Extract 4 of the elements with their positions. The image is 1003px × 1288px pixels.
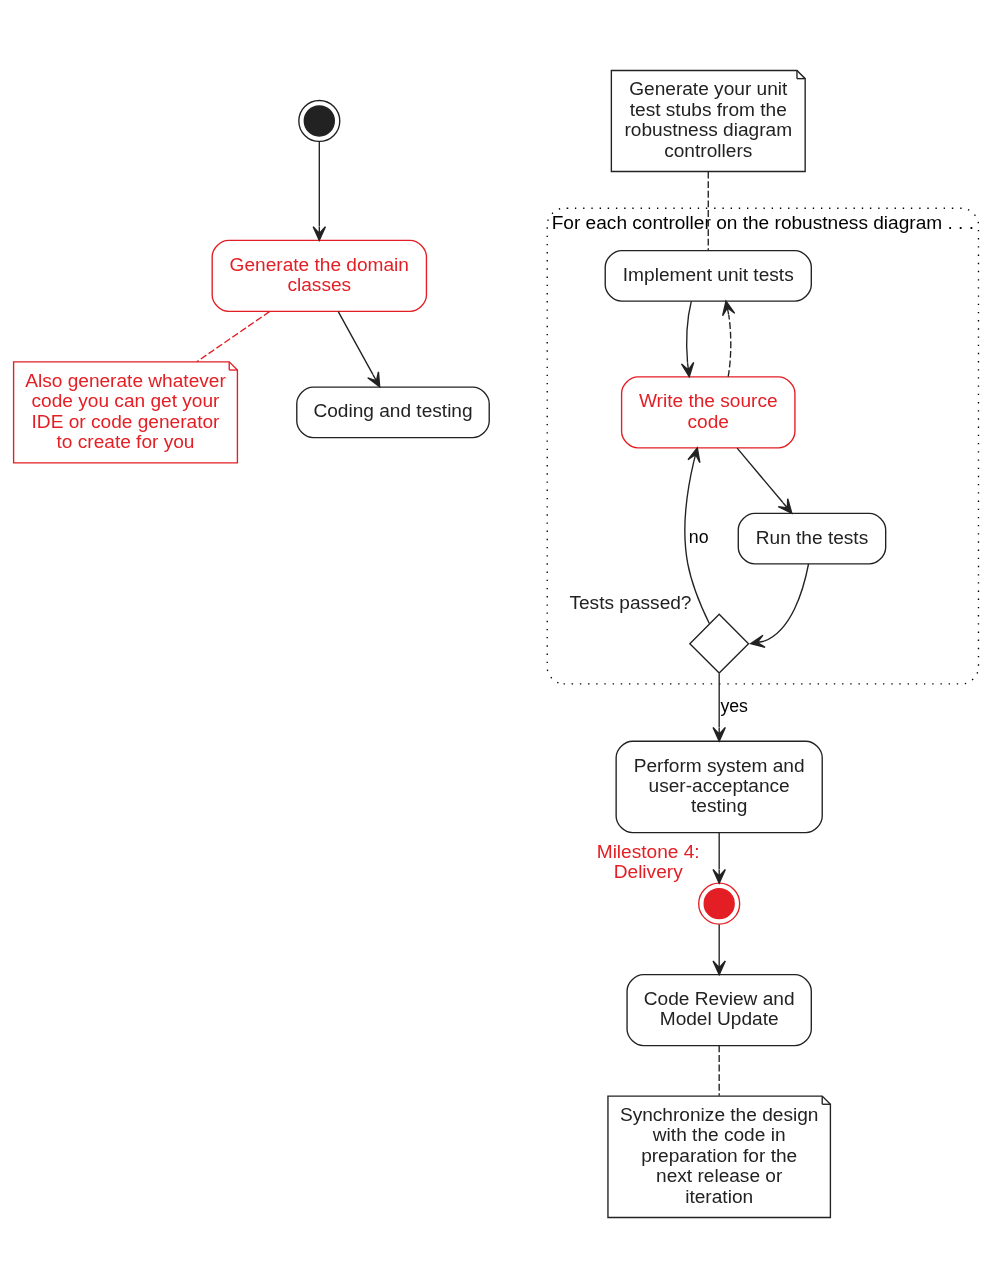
edge-label: yes <box>720 695 748 716</box>
node-label: Milestone 4: Delivery <box>596 840 700 882</box>
edge-label: no <box>688 527 709 548</box>
node-label: Tests passed? <box>569 592 692 614</box>
